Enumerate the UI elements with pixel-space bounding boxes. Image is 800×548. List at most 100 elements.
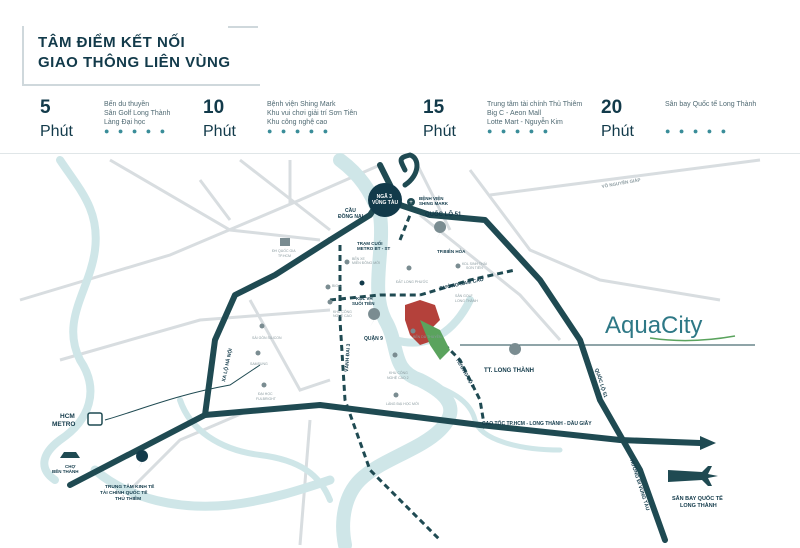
- market-icon: [60, 452, 80, 458]
- minor-road: [128, 408, 251, 492]
- saigon-river: [90, 465, 335, 511]
- map-small-labels: ĐH QUỐC GIA TP.HCM BẾN XE MIỀN ĐÔNG MỚI …: [250, 248, 487, 406]
- nga3-label: NGÃ 3 VŨNG TÀU: [372, 193, 399, 206]
- cho-ben-thanh-label: CHỢ BẾN THÀNH: [52, 464, 79, 474]
- nga3-line: VŨNG TÀU: [372, 199, 399, 206]
- huong-lo-2-label: HƯƠNG LỘ 2: [454, 357, 477, 389]
- minute-places-15: Trung tâm tài chính Thủ Thiêm Big C - Ae…: [487, 100, 582, 127]
- minor-road: [19, 163, 381, 302]
- dots-indicator: ● ● ● ● ●: [267, 126, 332, 136]
- pin-icon: [393, 392, 399, 398]
- ql51-top-label: QUỐC LỘ 51: [425, 210, 462, 218]
- minute-places-5: Bến du thuyền Sân Golf Long Thành Làng Đ…: [104, 100, 170, 127]
- pin-icon: [410, 328, 416, 334]
- place-text: Khu công nghệ cao: [267, 119, 328, 126]
- minute-group-15: 15 Phút: [423, 98, 456, 142]
- pins: [136, 221, 522, 469]
- hospital-cross: +: [409, 200, 413, 206]
- xa-lo-ha-noi-road: [67, 237, 333, 488]
- cao-toc-road: [202, 402, 703, 446]
- dots-indicator: ● ● ● ● ●: [104, 126, 169, 136]
- university-icon: [280, 238, 290, 246]
- minor-road: [413, 159, 452, 231]
- title-frame-corner: [228, 26, 258, 42]
- cau-dong-nai-label: CẦU ĐỒNG NAI: [338, 207, 364, 220]
- svg-text:ĐH QUỐC GIA: ĐH QUỐC GIA: [272, 248, 296, 253]
- minor-road: [198, 179, 232, 221]
- xa-lo-ha-noi-label: XA LỘ HÀ NỘI: [219, 347, 234, 383]
- svg-text:SƠN TIÊN: SƠN TIÊN: [466, 265, 483, 270]
- brand-logo: AquaCity: [605, 312, 702, 339]
- vanh-dai-3-label: VÀNH ĐAI 3: [343, 343, 352, 372]
- minute-group-20: 20 Phút: [601, 98, 634, 142]
- minute-number: 20: [601, 97, 623, 118]
- minor-road: [239, 158, 331, 232]
- pin-icon: [344, 259, 350, 265]
- title-line-2: GIAO THÔNG LIÊN VÙNG: [38, 54, 231, 71]
- river-branch: [417, 377, 563, 453]
- pin-icon: [255, 350, 261, 356]
- minute-group-5: 5 Phút: [40, 98, 73, 142]
- svg-text:LÀNG ĐẠI HỌC MỚI: LÀNG ĐẠI HỌC MỚI: [386, 401, 419, 406]
- metro-line: [104, 364, 261, 421]
- pin-icon: [392, 352, 398, 358]
- minor-road: [59, 308, 331, 362]
- minute-places-10: Bệnh viện Shing Mark Khu vui chơi giải t…: [267, 100, 357, 127]
- minor-road: [419, 213, 562, 341]
- svg-text:SÀI GÒN SILICON: SÀI GÒN SILICON: [252, 335, 282, 340]
- svg-text:NGHỆ CAO: NGHỆ CAO: [333, 313, 352, 318]
- airport-label: SÂN BAY QUỐC TẾ LONG THÀNH: [672, 495, 724, 509]
- dots-indicator: ● ● ● ● ●: [665, 126, 730, 136]
- svg-text:BIG C: BIG C: [332, 284, 342, 288]
- nam-cao-label: ĐƯỜNG NAM CAO: [439, 275, 485, 292]
- suoi-tien-label: KDL VH SUỐI TIÊN: [352, 296, 375, 306]
- minute-number: 5: [40, 97, 51, 118]
- place-text: Sân Golf Long Thành: [104, 110, 171, 117]
- svg-text:MIỀN ĐÔNG MỚI: MIỀN ĐÔNG MỚI: [352, 260, 380, 265]
- svg-text:SAMSUNG: SAMSUNG: [250, 362, 268, 366]
- hospital-icon: [407, 198, 415, 206]
- hcm-metro-label: HCM METRO: [52, 413, 77, 428]
- pin-icon: [509, 343, 522, 362]
- place-text: Khu vui chơi giải trí Sơn Tiên: [267, 110, 358, 117]
- pin-icon: [455, 263, 461, 269]
- page-title: TÂM ĐIỂM KẾT NỐI GIAO THÔNG LIÊN VÙNG: [38, 33, 231, 73]
- minor-road: [489, 158, 761, 197]
- minute-unit: Phút: [423, 123, 456, 140]
- nam-cao-road: [419, 268, 516, 297]
- roundabout-road: [398, 152, 420, 188]
- svg-text:FULBRIGHT: FULBRIGHT: [256, 397, 277, 401]
- svg-text:ĐẠI HỌC: ĐẠI HỌC: [258, 392, 273, 396]
- nga3-line: NGÃ 3: [377, 193, 393, 200]
- place-text: Big C - Aeon Mall: [487, 110, 542, 117]
- main-roads: [67, 152, 703, 543]
- place-text: Bến du thuyền: [104, 101, 150, 108]
- pin-icon: [136, 450, 149, 469]
- dots-indicator: ● ● ● ● ●: [487, 126, 552, 136]
- svg-text:SÂN GOLF: SÂN GOLF: [455, 294, 473, 298]
- minute-number: 10: [203, 97, 225, 118]
- minute-unit: Phút: [203, 123, 236, 140]
- nga3-circle: [368, 183, 402, 217]
- minor-road: [109, 158, 321, 242]
- minor-road: [468, 169, 721, 302]
- pin-icon: [327, 299, 333, 305]
- bien-hoa-label: TP.BIÊN HÒA: [437, 247, 466, 254]
- hospital-label: BỆNH VIỆN SHING MARK: [419, 194, 449, 206]
- svg-text:KHU CÔNG: KHU CÔNG: [389, 370, 408, 375]
- planned-road: [398, 214, 412, 241]
- place-text: Trung tâm tài chính Thủ Thiêm: [487, 101, 583, 108]
- pin-icon: [368, 308, 381, 327]
- river-west: [40, 156, 100, 484]
- long-thanh-label: TT. LONG THÀNH: [484, 367, 534, 374]
- quan9-label: QUẬN 9: [364, 335, 383, 342]
- minor-road: [248, 299, 331, 392]
- svg-text:KHU CÔNG: KHU CÔNG: [333, 309, 352, 314]
- pin-icon: [325, 284, 331, 290]
- vanh-dai-3-road: [338, 245, 442, 542]
- metro-terminal-label: TRẠM CUỐI METRO BT - ST: [357, 240, 390, 251]
- nam-cao-road: [329, 293, 420, 302]
- airplane-icon: [668, 466, 718, 486]
- pin-icon: [406, 265, 412, 271]
